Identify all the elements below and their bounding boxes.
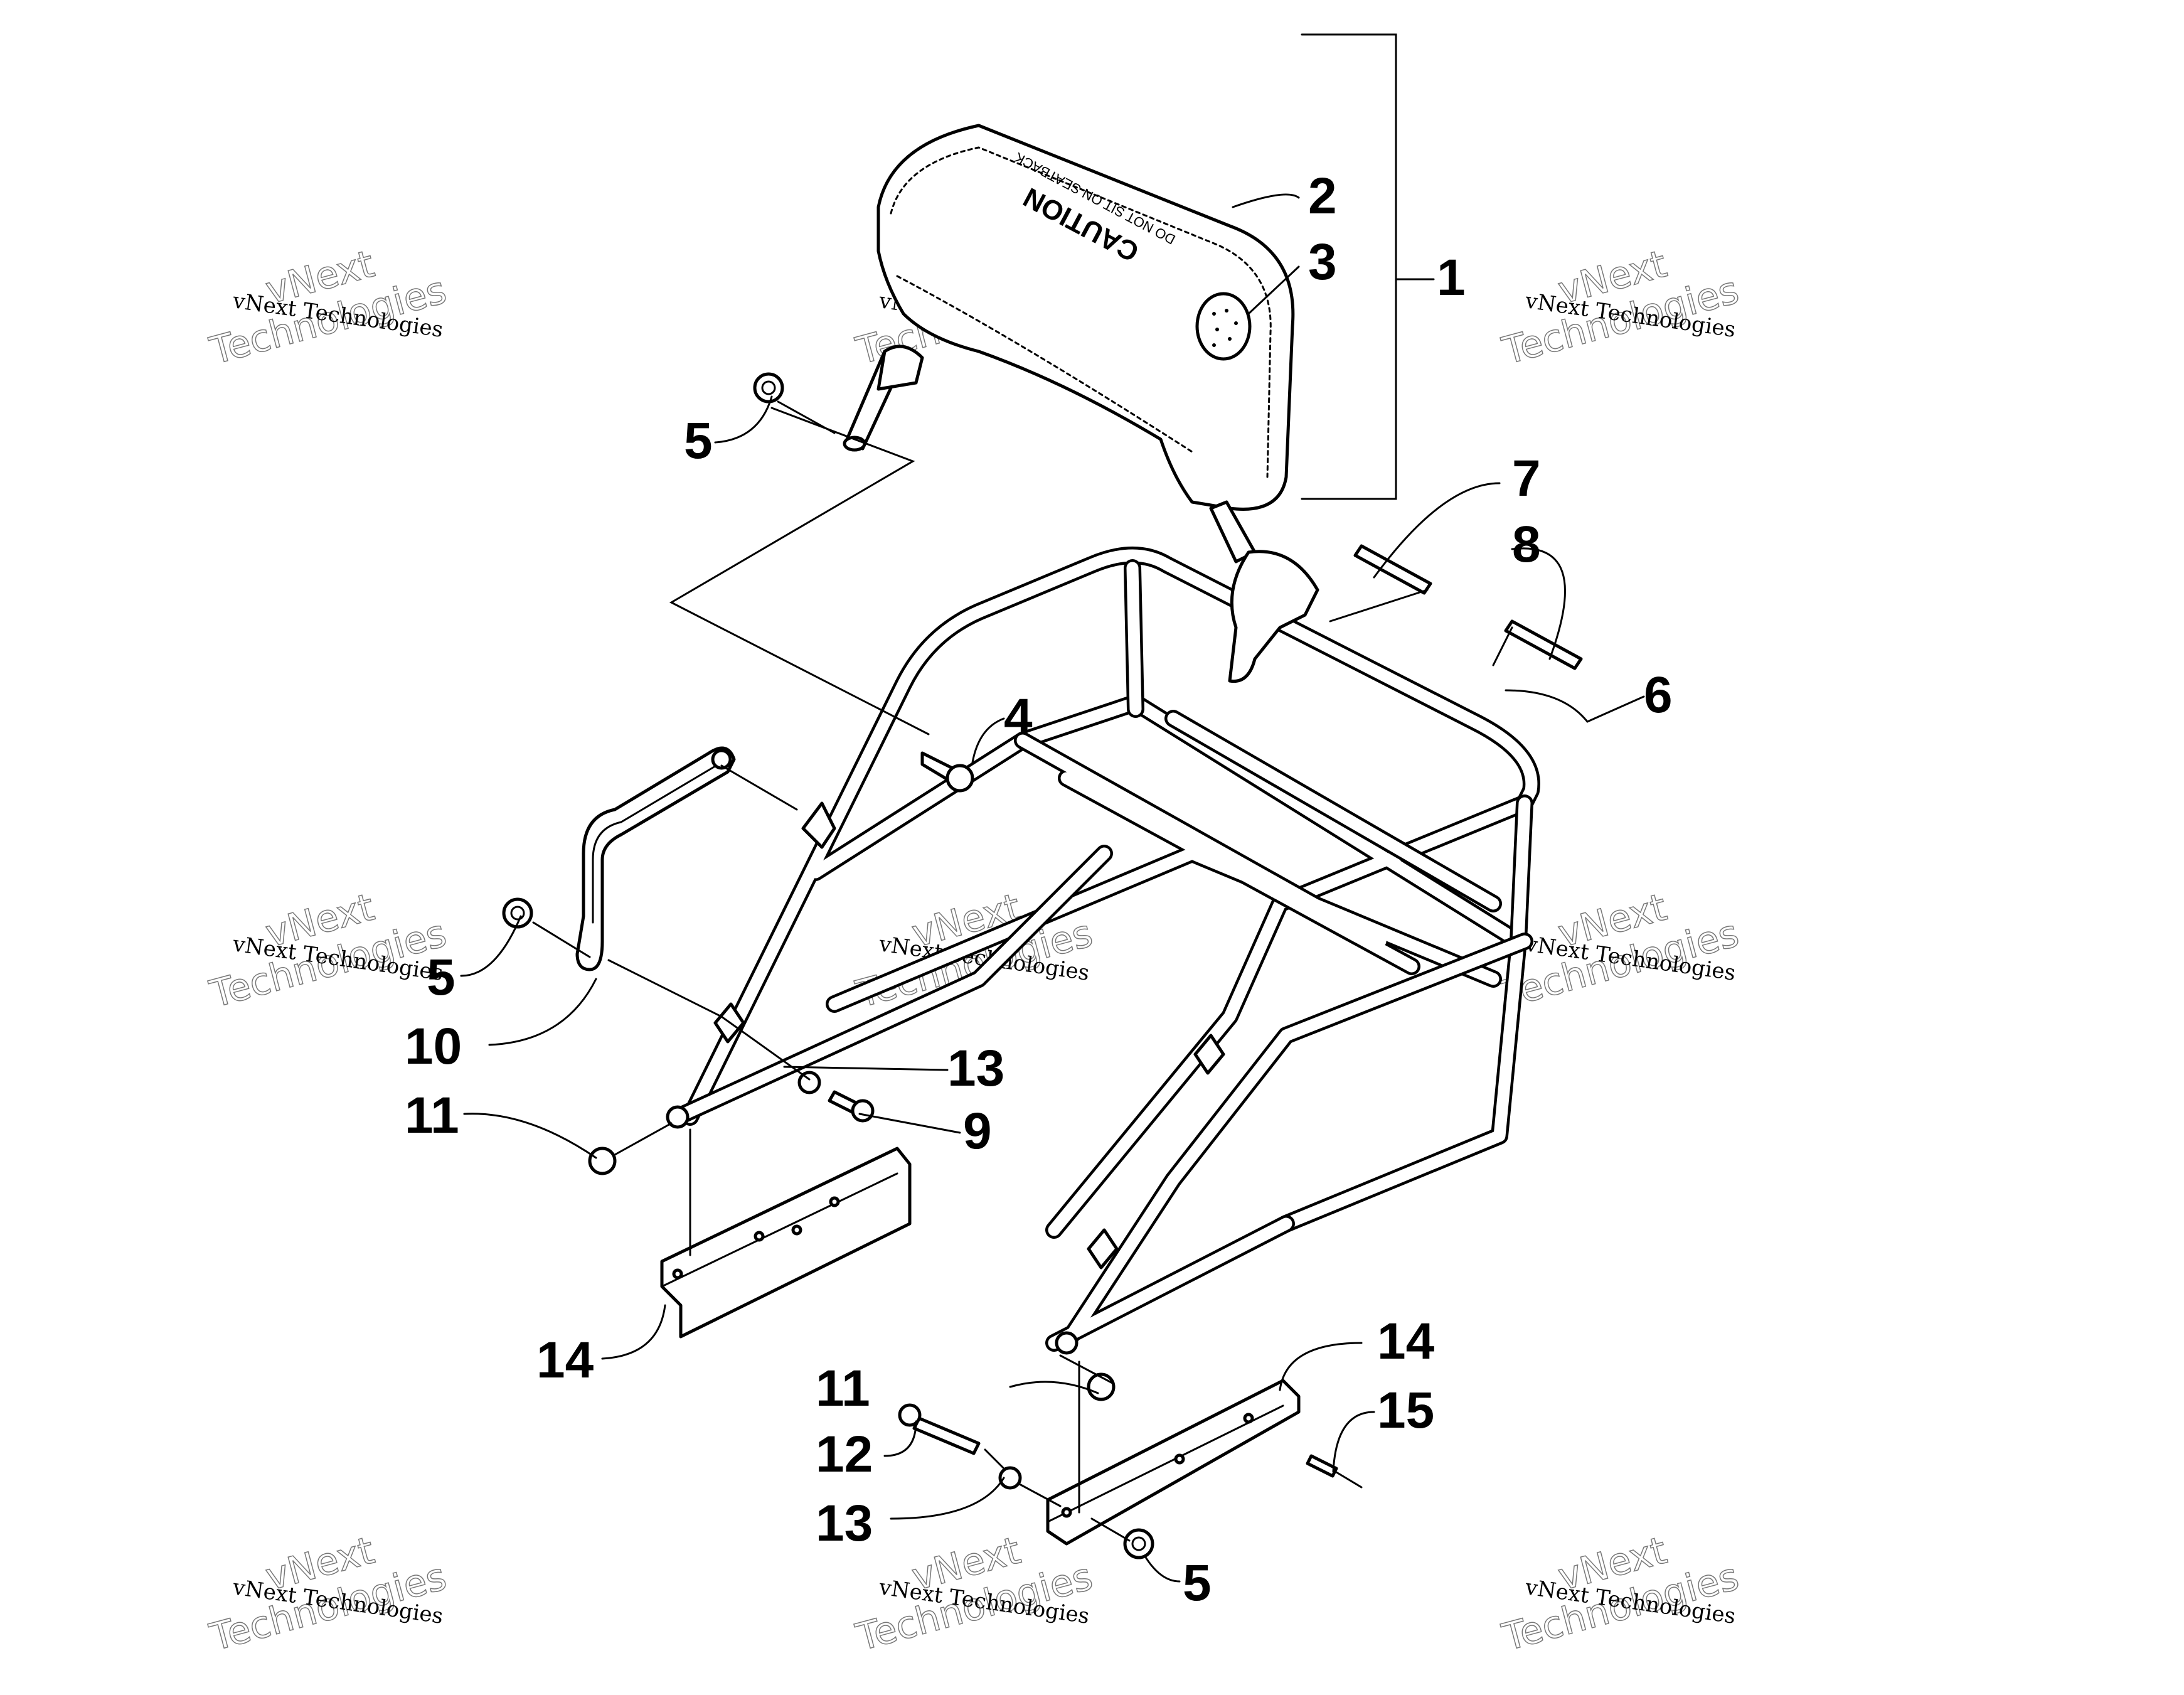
backrest-pad (876, 124, 1295, 511)
hardware (502, 372, 1583, 1559)
callout-label: 6 (1644, 666, 1673, 724)
frame-tube-end (666, 1105, 690, 1129)
long-bolt (912, 1416, 981, 1455)
backrest-assembly: CAUTION DO NOT SIT ON SEATBACK (843, 124, 1319, 683)
frame-bracket (801, 801, 836, 849)
callout-label: 11 (816, 1360, 870, 1417)
assembly-bracket (1301, 33, 1397, 500)
callout-label: 5 (684, 412, 713, 469)
callout-label: 5 (1183, 1554, 1212, 1612)
mounting-plate (660, 1147, 912, 1339)
end-cap (588, 1147, 617, 1175)
callout-label: 12 (816, 1426, 873, 1483)
rack-frame (666, 547, 1540, 1355)
assembly-line (669, 407, 930, 735)
callout-label: 13 (816, 1495, 873, 1552)
watermark: Technologies vNext vNext Technologies (205, 1528, 451, 1660)
callout-label: 3 (1308, 233, 1337, 291)
washer (797, 1071, 821, 1094)
callout-label: 13 (947, 1040, 1004, 1097)
watermark: Technologies vNext vNext Technologies (1497, 242, 1744, 374)
screw-head (946, 764, 974, 793)
callout-label: 8 (1512, 516, 1541, 573)
backrest-mount-bracket (1228, 550, 1319, 683)
grab-handle (575, 746, 736, 971)
callout-label: 5 (427, 949, 455, 1006)
bolt-head (851, 1099, 875, 1123)
rivet (1306, 1454, 1338, 1478)
lock-nut (502, 897, 533, 929)
lock-nut (753, 372, 784, 404)
callout-label: 7 (1512, 450, 1541, 507)
callout-label: 2 (1308, 168, 1337, 225)
watermark: Technologies vNext vNext Technologies (1497, 1528, 1744, 1660)
backrest-post-bracket (876, 345, 924, 391)
watermark: Technologies vNext vNext Technologies (1497, 885, 1744, 1017)
bolt-head (898, 1403, 922, 1427)
decal-8 (1504, 619, 1583, 670)
frame-bracket (1193, 1034, 1225, 1075)
callout-label: 14 (1377, 1313, 1435, 1370)
callout-label: 4 (1004, 688, 1033, 746)
watermark: Technologies vNext vNext Technologies (205, 885, 451, 1017)
watermark: Technologies vNext vNext Technologies (205, 242, 451, 374)
callout-label: 10 (405, 1018, 462, 1075)
watermark: Technologies vNext vNext Technologies (851, 1528, 1097, 1660)
callout-label: 15 (1377, 1382, 1434, 1439)
callout-leaders (460, 33, 1645, 1583)
callout-labels: 1 2 3 4 5 5 5 6 7 8 9 10 11 11 12 13 13 … (405, 168, 1673, 1612)
mounting-plate (1046, 1379, 1301, 1546)
lock-nut (1123, 1528, 1154, 1559)
decal-7 (1353, 544, 1432, 595)
callout-label: 11 (405, 1087, 459, 1144)
frame-bracket (1087, 1228, 1119, 1270)
callout-label: 1 (1437, 249, 1466, 306)
handle-hole (711, 749, 732, 770)
backrest-post (1209, 500, 1257, 564)
callout-label: 9 (963, 1103, 992, 1160)
washer (998, 1466, 1022, 1490)
callout-label: 14 (536, 1332, 594, 1389)
frame-tube-end (1055, 1331, 1079, 1355)
velcro-patch (1195, 292, 1252, 361)
